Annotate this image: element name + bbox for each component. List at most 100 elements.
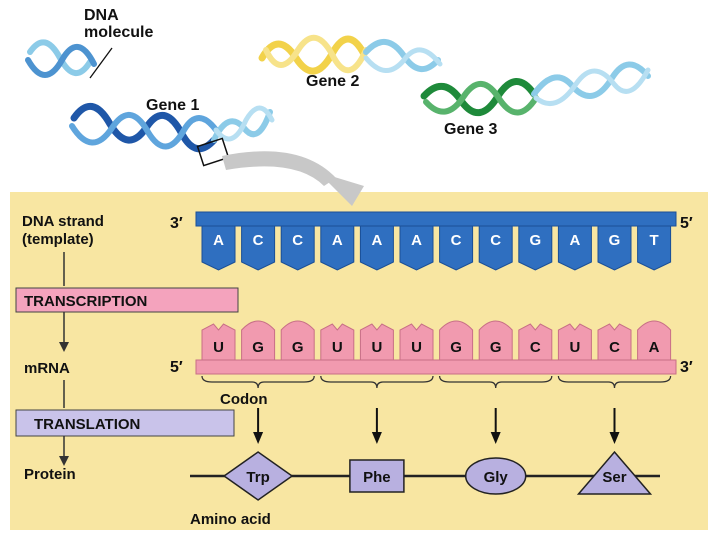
dna-base-letter: A	[569, 232, 580, 249]
mrna-base: G	[280, 320, 315, 363]
dna-base-letter: C	[253, 232, 264, 249]
mrna-base-letter: A	[649, 339, 660, 356]
mrna-base-tab	[597, 323, 632, 363]
dna-tail-strand-a	[531, 61, 651, 99]
zoom-arrow-body	[222, 151, 336, 186]
protein-label: Protein	[24, 466, 76, 483]
amino-acid-arrows	[253, 408, 620, 444]
dna-tail-strand-b	[533, 67, 651, 107]
dna-base-tab	[597, 225, 632, 271]
dna-base-tab	[518, 225, 553, 271]
mrna-base: U	[557, 323, 592, 363]
dna-base-tab	[399, 225, 434, 271]
codon-to-amino-arrowhead	[609, 432, 620, 444]
codon-to-amino-arrowhead	[490, 432, 501, 444]
mrna-base: U	[320, 323, 355, 363]
mrna-base-letter: U	[332, 339, 343, 356]
codon-to-amino-arrowhead	[253, 432, 264, 444]
dna-base: G	[518, 225, 553, 271]
mrna-base-tab	[280, 320, 315, 363]
dna-base-letter: G	[529, 232, 541, 249]
dna-base: A	[201, 225, 236, 271]
dna-base: T	[637, 225, 672, 271]
dna-base-letter: G	[609, 232, 621, 249]
translation-label: TRANSLATION	[34, 416, 140, 433]
dna-base-tab	[241, 225, 276, 271]
mrna-base: C	[518, 323, 553, 363]
dna-base-letter: T	[650, 232, 659, 249]
mrna-base-letter: G	[252, 339, 264, 356]
amino-acid-shape	[349, 459, 405, 493]
mrna-base-tab	[478, 320, 513, 363]
dna-base-tab	[359, 225, 394, 271]
flow-arrowhead-1	[59, 342, 69, 352]
mrna-base-letter: U	[213, 339, 224, 356]
amino-acid-label: Ser	[602, 469, 626, 486]
gene1-label: Gene 1	[146, 97, 199, 114]
gene3-strand-a	[420, 78, 538, 116]
mrna-base: A	[637, 320, 672, 363]
dna-base-tab	[320, 225, 355, 271]
gene1-strand-b	[69, 112, 219, 150]
dna-base-letter: A	[411, 232, 422, 249]
translation-box	[15, 409, 235, 437]
gene3-label: Gene 3	[444, 121, 497, 138]
gene1-selection-box	[196, 137, 230, 167]
dna-helix-strand-b	[25, 44, 97, 78]
dna-base-tab	[478, 225, 513, 271]
mrna-base: G	[478, 320, 513, 363]
mrna-base-letter: C	[609, 339, 620, 356]
mrna-right-end: 3′	[680, 359, 693, 376]
mrna-base: U	[399, 323, 434, 363]
mrna-base: G	[241, 320, 276, 363]
zoom-arrow	[222, 151, 364, 206]
mrna-base-tab	[439, 320, 474, 363]
dna-strand-label-line1: DNA strand	[22, 213, 104, 230]
flow-arrowhead-2	[59, 456, 69, 466]
dna-base: C	[478, 225, 513, 271]
amino-acid-phe: Phe	[349, 459, 405, 493]
amino-acid-shape	[464, 457, 527, 495]
dna-base-tab	[201, 225, 236, 271]
transcription-label: TRANSCRIPTION	[24, 293, 147, 310]
mrna-base-letter: U	[411, 339, 422, 356]
dna-base: A	[557, 225, 592, 271]
dna-base-tab	[439, 225, 474, 271]
dna-base: A	[320, 225, 355, 271]
dna-base-tab	[557, 225, 592, 271]
amino-acid-label: Phe	[363, 469, 391, 486]
dna-base-letter: C	[451, 232, 462, 249]
dna-strand-label-line2: (template)	[22, 231, 94, 248]
mrna-base-tab	[399, 323, 434, 363]
dna-backbone	[195, 211, 677, 227]
mrna-base-letter: G	[490, 339, 502, 356]
transcription-box	[15, 287, 239, 313]
mrna-base-letter: G	[292, 339, 304, 356]
amino-acid-label: Gly	[484, 469, 509, 486]
amino-acid-gly: Gly	[464, 457, 527, 495]
dna-base-letter: A	[213, 232, 224, 249]
dna-base-letter: C	[292, 232, 303, 249]
amino-acid-shape	[576, 450, 653, 495]
mrna-base-letter: U	[371, 339, 382, 356]
dna-base-tab	[637, 225, 672, 271]
dna-base-letter: C	[490, 232, 501, 249]
mrna-base-letter: C	[530, 339, 541, 356]
codon-brace	[320, 375, 434, 389]
mrna-base: U	[359, 323, 394, 363]
mrna-base-tab	[557, 323, 592, 363]
mrna-base-tab	[359, 323, 394, 363]
dna-label-line1: DNA	[84, 7, 119, 24]
mrna-base-tab	[518, 323, 553, 363]
codon-brace	[201, 375, 315, 389]
dna-base: C	[241, 225, 276, 271]
dna-base: A	[399, 225, 434, 271]
codon-braces	[201, 375, 672, 389]
mrna-backbone	[195, 359, 677, 375]
zoom-arrow-head	[318, 172, 364, 206]
mrna-base-tab	[241, 320, 276, 363]
dna-base: C	[280, 225, 315, 271]
